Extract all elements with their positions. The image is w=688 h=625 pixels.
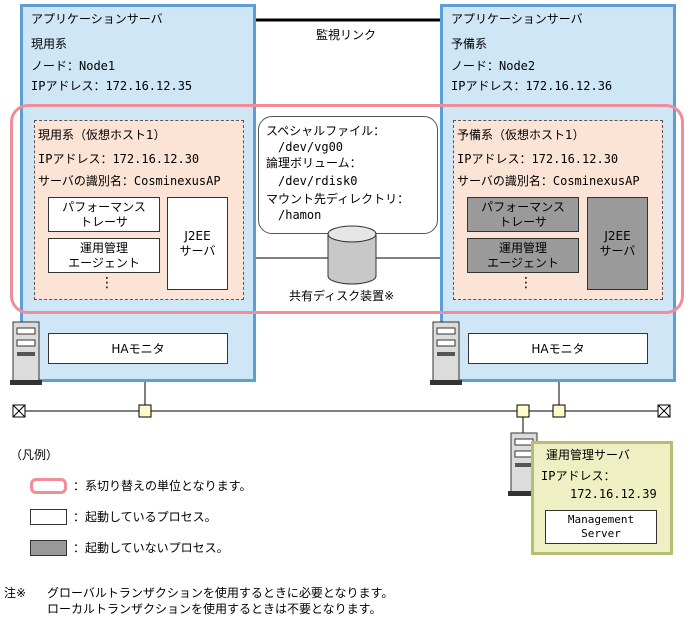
failover-unit-outline [10,104,684,314]
shared-disk-special-file: /dev/vg00 [266,140,344,154]
note-line-1: グローバルトランザクションを使用するときに必要となります。 [47,586,394,600]
right-server-machine-icon [430,321,462,385]
right-mgmt-agent-line2: エージェント [487,255,559,270]
management-server-process: Management Server [545,510,657,544]
monitor-link-label: 監視リンク [316,28,377,42]
right-perf-tracer-line2: トレーサ [499,214,547,229]
legend-failover-text: ：系切り替えの単位となります。 [73,479,252,493]
shared-disk-label: 共有ディスク装置※ [289,289,395,303]
right-server-title: アプリケーションサーバ [451,12,583,26]
note-line-2: ローカルトランザクションを使用するときは不要となります。 [47,602,382,616]
mgmt-process-line2: Server [581,527,621,540]
right-ha-monitor: HAモニタ [468,333,648,364]
mgmt-process-line1: Management [567,513,635,526]
shared-disk-volume-label: 論理ボリューム： [266,156,362,170]
legend-stopped-text: ：起動していないプロセス。 [73,541,229,555]
shared-disk-info-box [258,116,438,234]
right-host-title: 予備系（仮想ホスト1） [457,128,585,142]
right-server-ip: IPアドレス：172.16.12.36 [451,79,613,93]
legend-running-swatch [30,509,67,525]
mgmt-server-title: 運用管理サーバ [546,448,630,462]
left-server-machine-icon [10,321,42,385]
mgmt-server-ip: 172.16.12.39 [570,487,657,501]
legend-stopped-swatch [30,540,67,556]
left-server-ip: IPアドレス：172.16.12.35 [31,79,193,93]
left-j2ee-line2: サーバ [179,243,216,258]
shared-disk-mount: /hamon [266,208,322,222]
left-host-title: 現用系（仮想ホスト1） [38,128,166,142]
legend-title: （凡例） [10,448,59,462]
right-host-identifier: サーバの識別名：CosminexusAP [457,174,640,188]
right-server-node: ノード：Node2 [451,59,536,73]
left-mgmt-agent-line2: エージェント [68,255,140,270]
right-mgmt-agent: 運用管理 エージェント [467,238,579,273]
right-more-dots: ⋮ [519,275,533,291]
left-server-node: ノード：Node1 [31,59,116,73]
legend-failover-swatch [30,478,67,494]
right-host-ip: IPアドレス：172.16.12.30 [457,152,619,166]
shared-disk-volume: /dev/rdisk0 [266,174,358,188]
left-j2ee-line1: J2EE [184,228,211,243]
right-server-role: 予備系 [451,37,488,51]
right-j2ee-line2: サーバ [599,243,636,258]
left-j2ee-server: J2EE サーバ [167,197,228,290]
right-mgmt-agent-line1: 運用管理 [498,240,547,255]
left-perf-tracer-line1: パフォーマンス [62,199,146,214]
right-j2ee-server: J2EE サーバ [587,197,648,290]
shared-disk-special-file-label: スペシャルファイル： [266,124,386,138]
left-perf-tracer-line2: トレーサ [80,214,128,229]
shared-disk-mount-label: マウント先ディレクトリ： [266,192,410,206]
note-mark: 注※ [4,586,27,600]
left-server-title: アプリケーションサーバ [31,12,163,26]
mgmt-server-ip-label: IPアドレス： [541,469,616,483]
left-mgmt-agent-line1: 運用管理 [79,240,128,255]
left-host-identifier: サーバの識別名：CosminexusAP [38,174,221,188]
right-j2ee-line1: J2EE [604,228,631,243]
left-server-role: 現用系 [31,37,68,51]
left-mgmt-agent: 運用管理 エージェント [48,238,160,273]
left-host-ip: IPアドレス：172.16.12.30 [38,152,200,166]
right-perf-tracer-line1: パフォーマンス [481,199,565,214]
legend-running-text: ：起動しているプロセス。 [73,510,217,524]
left-more-dots: ⋮ [100,275,114,291]
right-perf-tracer: パフォーマンス トレーサ [467,197,579,232]
left-perf-tracer: パフォーマンス トレーサ [48,197,160,232]
left-ha-monitor: HAモニタ [48,333,228,364]
